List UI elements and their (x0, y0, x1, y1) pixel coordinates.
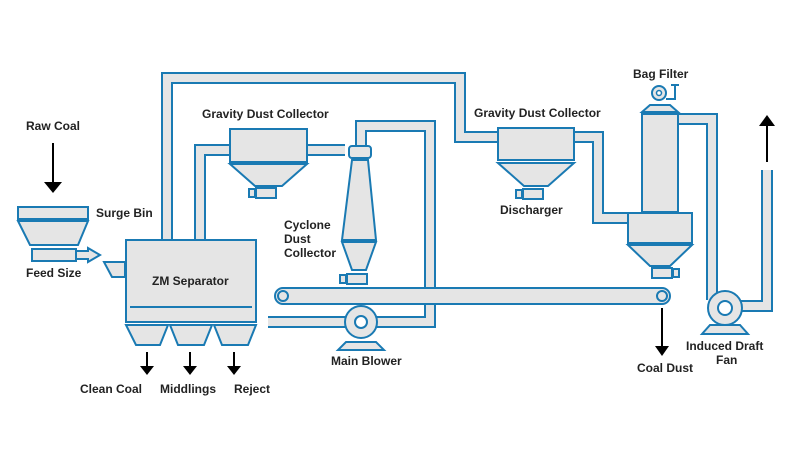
bag-filter-cap (639, 104, 681, 113)
bag-filter-hopper (625, 244, 695, 267)
label-reject: Reject (234, 382, 270, 396)
surge-bin-hopper (16, 220, 90, 246)
label-cyclone-line1: Cyclone (284, 218, 331, 232)
label-coal-dust: Coal Dust (637, 361, 693, 375)
cyclone-cone (340, 241, 378, 271)
collector-1-discharger-icon (255, 187, 277, 199)
label-cyclone-line2: Dust (284, 232, 311, 246)
conveyor-pulley-left-icon (277, 290, 289, 302)
label-cyclone-line3: Collector (284, 246, 336, 260)
label-clean-coal: Clean Coal (80, 382, 142, 396)
surge-bin (16, 206, 102, 264)
feeder (31, 248, 77, 262)
gravity-dust-collector-2 (495, 127, 577, 200)
pipe-bag-filter-to-fan (678, 113, 718, 300)
induced-draft-fan[interactable] (699, 290, 751, 335)
exhaust-arrow-icon (759, 115, 775, 126)
cyclone-inlet-cap (348, 145, 372, 159)
discharger-icon (522, 188, 544, 200)
main-blower-base (335, 341, 387, 351)
belt-conveyor[interactable] (274, 287, 671, 356)
label-raw-coal: Raw Coal (26, 119, 80, 133)
labels: Raw Coal Surge Bin Feed Size ZM Separato… (26, 67, 763, 396)
bag-filter-chamber (627, 212, 693, 244)
discharger-valve-small (515, 189, 523, 199)
raw-coal-arrowhead-icon (44, 182, 62, 193)
zm-separator (102, 239, 258, 375)
main-blower-fan-icon (354, 315, 368, 329)
label-zm-separator: ZM Separator (152, 274, 229, 288)
pipe-separator-to-gravity-collector-1 (194, 144, 230, 240)
surge-bin-top (17, 206, 89, 220)
label-induced-draft-fan-line1: Induced Draft (686, 339, 763, 353)
pipe-separator-to-gravity-collector-2 (161, 72, 498, 240)
coal-dust-arrow-icon (655, 346, 669, 356)
pipes (161, 72, 773, 328)
reject-arrow-icon (227, 366, 241, 375)
bag-filter-mount (666, 84, 679, 100)
collector-2-hopper (495, 162, 577, 187)
collector-1-valve-small (248, 188, 256, 198)
separator-body (125, 239, 257, 323)
collector-2-body (497, 127, 575, 161)
feed-arrow-icon (75, 246, 102, 264)
label-gravity-dust-collector-2: Gravity Dust Collector (474, 106, 601, 120)
cyclone-discharger-icon (346, 273, 368, 285)
cyclone-body (340, 159, 378, 241)
pipe-gravity-collector-2-to-bag-filter (574, 131, 628, 224)
separator-feed-chute (102, 261, 126, 278)
bag-filter-valve-small (672, 268, 680, 278)
label-discharger: Discharger (500, 203, 563, 217)
gravity-dust-collector-1 (227, 128, 310, 199)
collector-1-body (229, 128, 308, 163)
cyclone-dust-collector (339, 145, 378, 285)
middlings-arrow-icon (183, 366, 197, 375)
pipe-fan-to-exhaust (740, 170, 773, 312)
fan-impeller-icon (717, 300, 733, 316)
bag-filter-discharger-icon (651, 267, 673, 279)
conveyor-pulley-right-icon (656, 290, 668, 302)
main-blower[interactable] (335, 305, 387, 351)
cyclone-valve-small (339, 274, 347, 284)
exhaust-output (759, 115, 775, 162)
outlet-middlings (168, 324, 214, 346)
raw-coal-input (44, 143, 62, 193)
collector-1-hopper (227, 163, 310, 187)
outlet-clean-coal (124, 324, 170, 346)
label-induced-draft-fan-line2: Fan (716, 353, 737, 367)
label-gravity-dust-collector-1: Gravity Dust Collector (202, 107, 329, 121)
bag-filter (625, 84, 695, 279)
pipe-cyclone-to-main-blower (355, 120, 436, 328)
outlet-reject (212, 324, 258, 346)
fan-base (699, 324, 751, 335)
label-middlings: Middlings (160, 382, 216, 396)
label-bag-filter: Bag Filter (633, 67, 689, 81)
bag-filter-column (641, 113, 679, 213)
clean-coal-arrow-icon (140, 366, 154, 375)
conveyor-belt[interactable] (274, 287, 671, 305)
label-main-blower: Main Blower (331, 354, 402, 368)
label-surge-bin: Surge Bin (96, 206, 153, 220)
label-feed-size: Feed Size (26, 266, 82, 280)
